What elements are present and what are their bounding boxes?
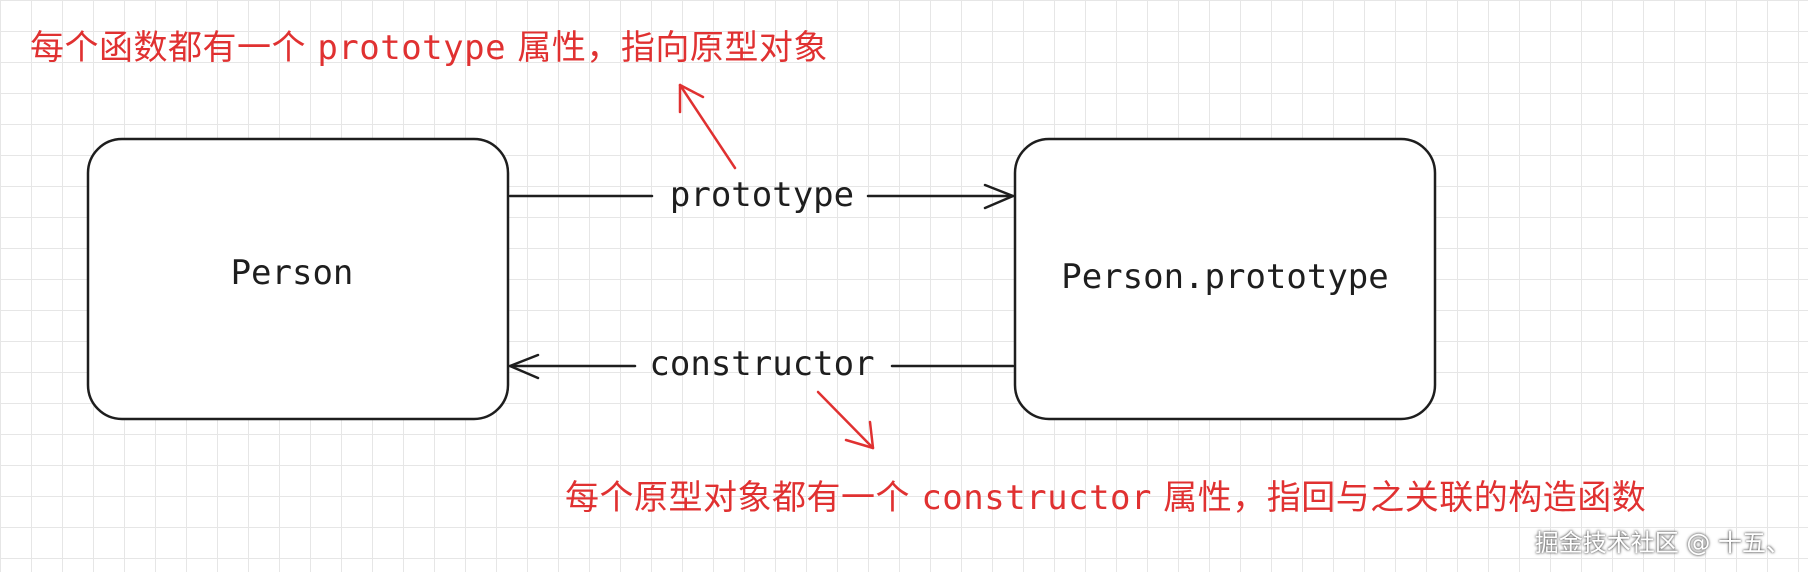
top-annotation-code: prototype — [317, 28, 507, 68]
prototype-object-node-label: Person.prototype — [1061, 257, 1389, 297]
watermark: 掘金技术社区 @ 十五、 — [1534, 529, 1790, 557]
prototype-edge-arrowhead — [983, 183, 1015, 210]
person-node[interactable] — [86, 137, 510, 421]
top-annotation-arrow — [678, 83, 737, 170]
constructor-edge[interactable] — [508, 353, 1015, 380]
prototype-object-node[interactable] — [1013, 137, 1437, 421]
top-annotation-text-before: 每个函数都有一个 — [30, 28, 318, 68]
bottom-annotation-text-after: 属性，指回与之关联的构造函数 — [1151, 478, 1647, 518]
bottom-annotation-arrow — [816, 390, 875, 450]
prototype-edge[interactable] — [508, 183, 1015, 210]
bottom-annotation-text-before: 每个原型对象都有一个 — [565, 478, 922, 518]
constructor-edge-label: constructor — [649, 344, 874, 384]
constructor-edge-arrowhead — [508, 353, 540, 380]
person-node-label: Person — [231, 253, 354, 293]
bottom-annotation: 每个原型对象都有一个 constructor 属性，指回与之关联的构造函数 — [565, 478, 1646, 518]
top-annotation: 每个函数都有一个 prototype 属性，指向原型对象 — [30, 28, 828, 68]
bottom-annotation-code: constructor — [921, 478, 1152, 518]
top-annotation-text-after: 属性，指向原型对象 — [506, 28, 828, 68]
prototype-edge-label: prototype — [670, 175, 854, 215]
